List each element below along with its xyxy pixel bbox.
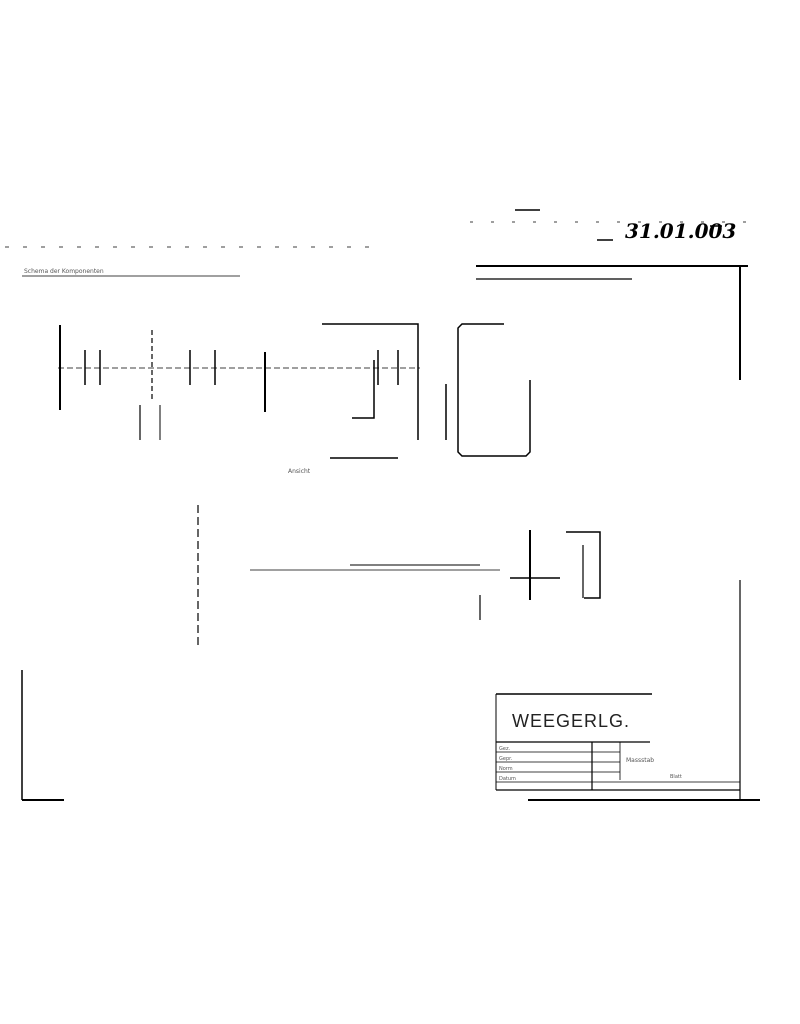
title-row-label-2: Gepr. [499, 756, 513, 762]
title-sheet: Blatt [670, 774, 682, 780]
title-row-label-4: Datum [499, 776, 516, 782]
title-block: WEEGERLG. Gez. Gepr. Norm Datum Massstab… [495, 693, 740, 791]
lower-bracket [566, 531, 601, 599]
top-note: Schema der Komponenten [24, 268, 104, 275]
title-row-label-3: Norm [499, 766, 513, 772]
upper-schematic: Ansicht [58, 323, 531, 475]
title-designation: Massstab [626, 757, 654, 764]
upper-bracket [322, 323, 419, 440]
upper-enclosure [457, 323, 531, 457]
upper-inner-step [352, 360, 375, 419]
lower-schematic [197, 505, 601, 645]
upper-section-label: Ansicht [288, 468, 311, 475]
drawing-number: 31.01.003 [625, 219, 736, 243]
title-row-label-1: Gez. [499, 746, 511, 752]
company-logo: WEEGERLG. [512, 711, 630, 731]
